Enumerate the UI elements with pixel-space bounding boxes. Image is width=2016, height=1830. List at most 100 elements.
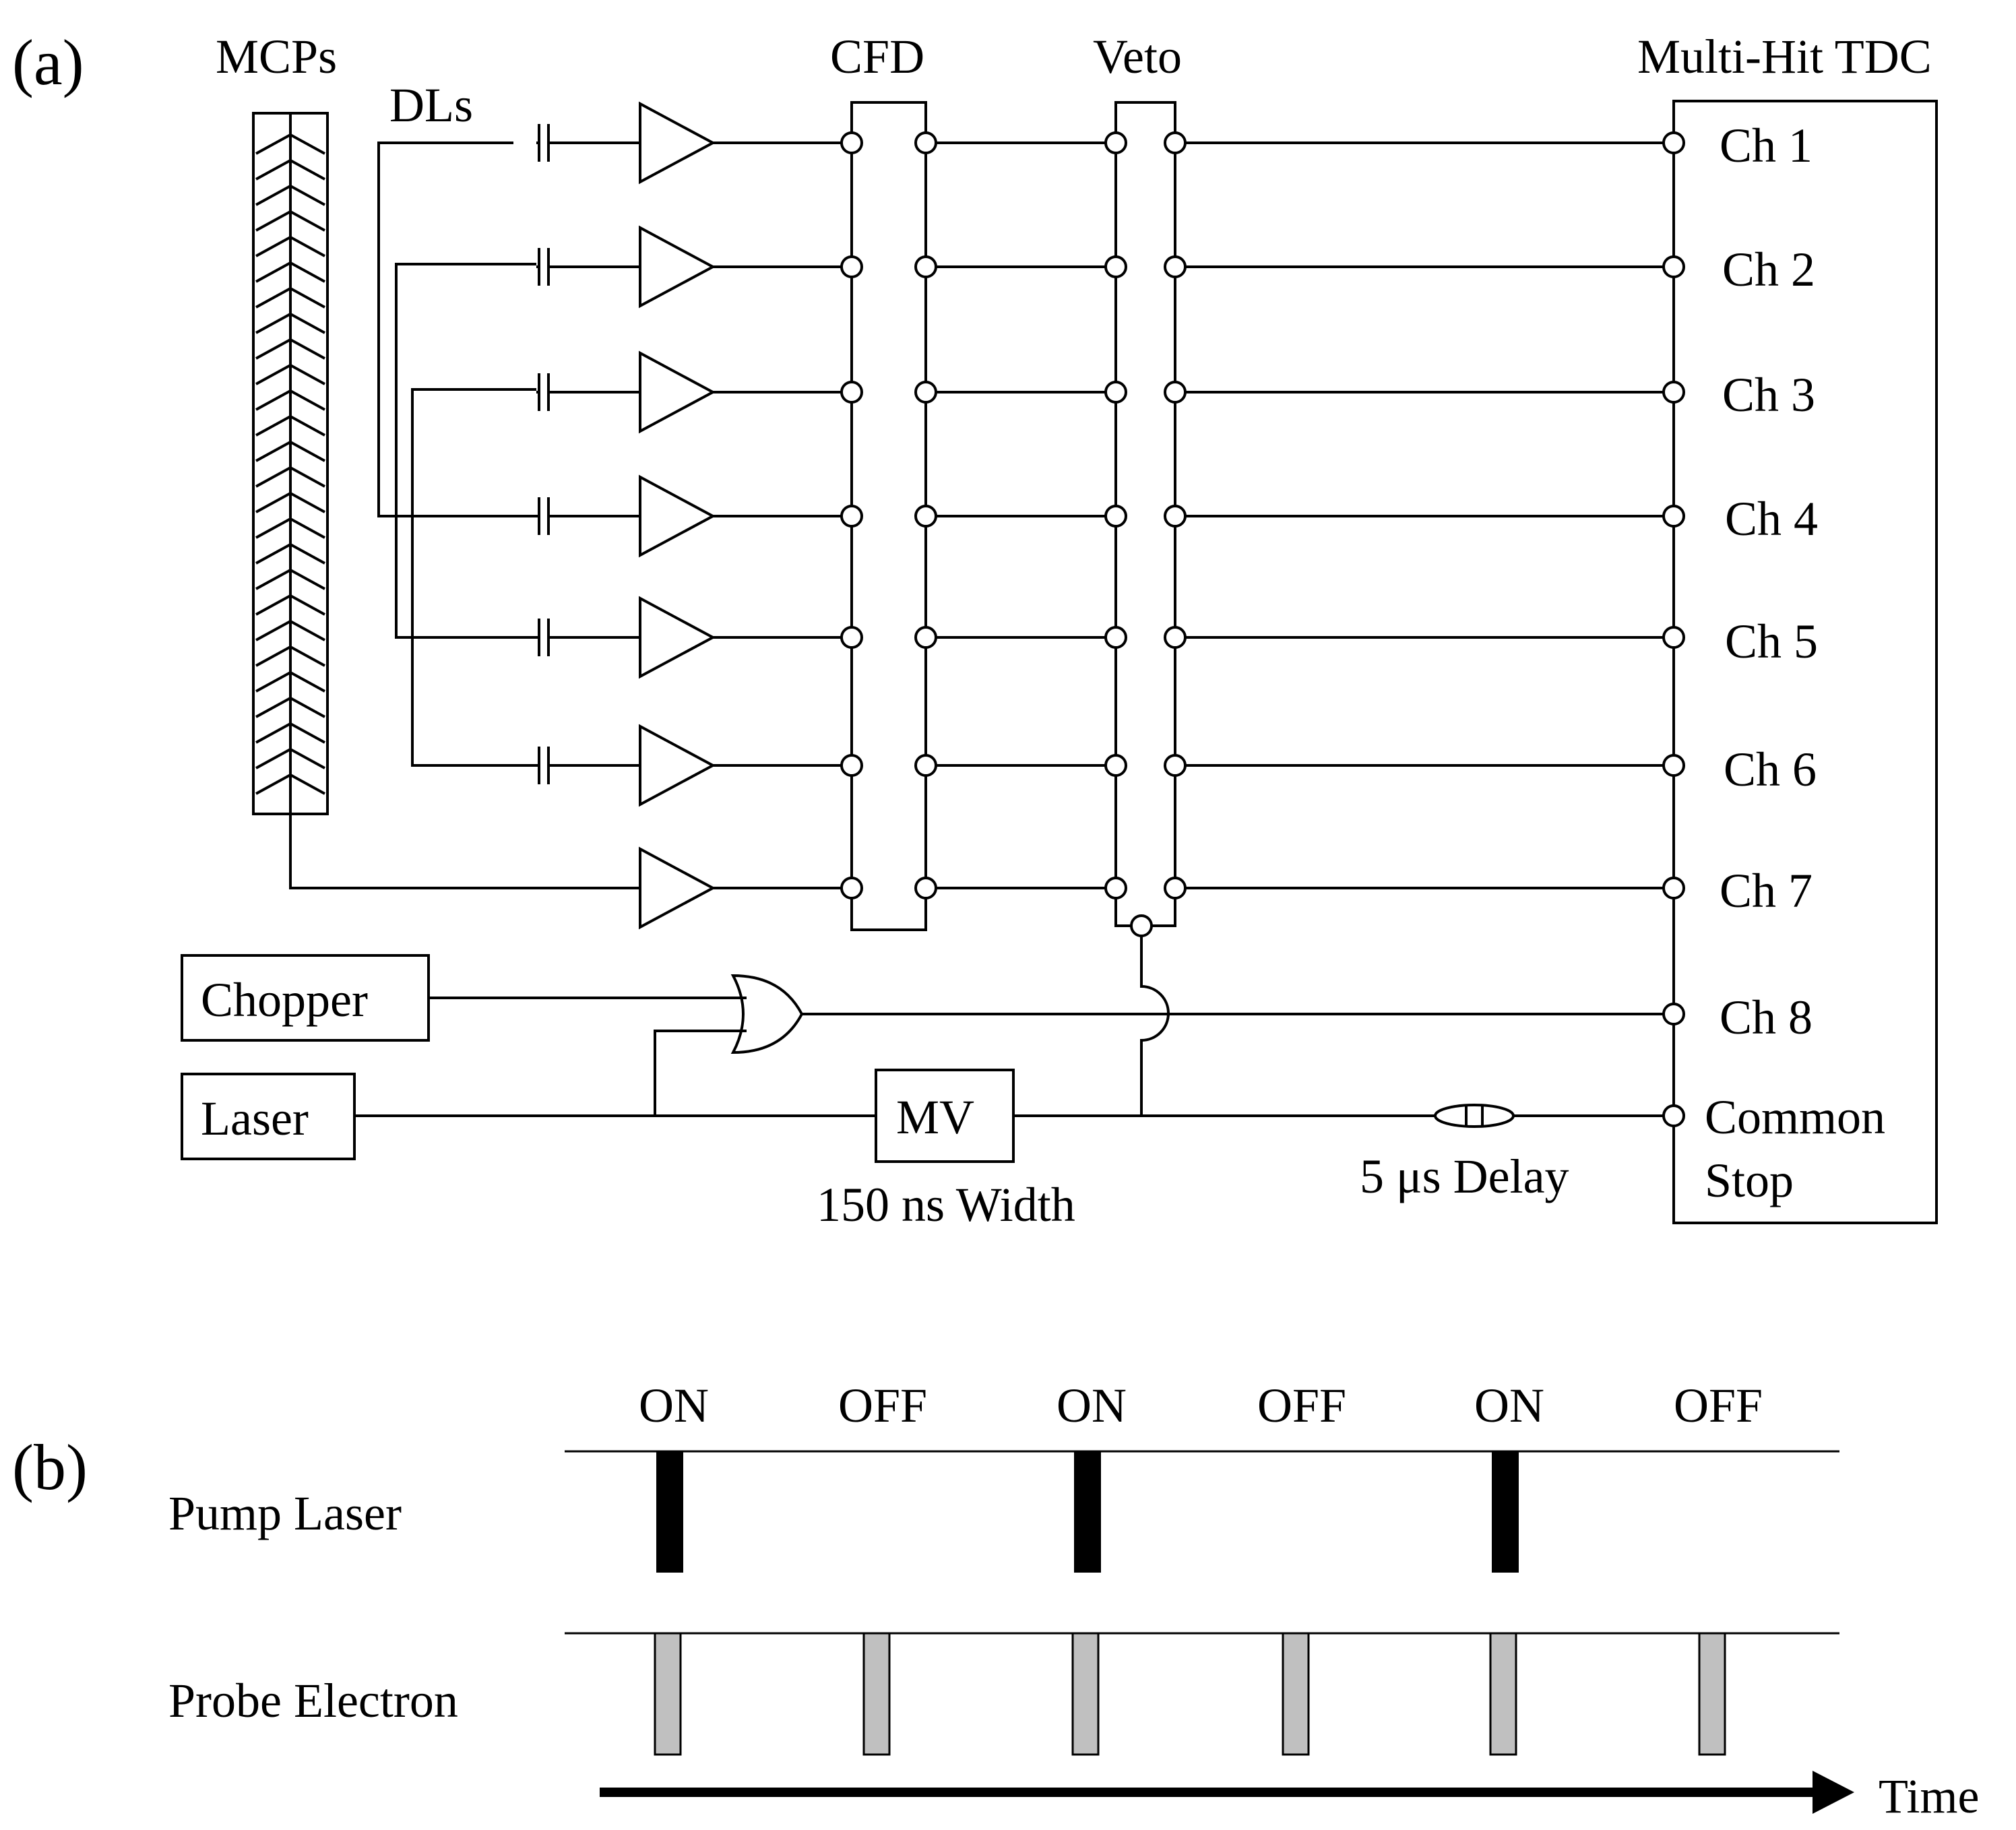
tdc-channel-8-label: Ch 8 [1720, 990, 1813, 1044]
state-label-4: OFF [1257, 1379, 1346, 1432]
tdc-input-node [1662, 131, 1685, 154]
veto-output-node [1164, 505, 1187, 528]
veto-output-node [1164, 626, 1187, 649]
veto-input-node [1104, 505, 1127, 528]
tdc-input-node [1662, 505, 1685, 528]
tdc-channel-1-label: Ch 1 [1720, 119, 1813, 172]
state-label-2: OFF [838, 1379, 927, 1432]
mv-width-label: 150 ns Width [817, 1178, 1075, 1232]
chopper-box [181, 954, 430, 1042]
veto-input-node [1104, 381, 1127, 404]
amplifier [639, 225, 716, 309]
panel-a-circuit: (a) MCPs DLs CFD Veto Multi-Hit TDC Ch 1… [12, 26, 1938, 1232]
tdc-box [1672, 100, 1938, 1224]
tdc-channel-3-label: Ch 3 [1722, 368, 1815, 422]
time-arrow-head [1813, 1771, 1854, 1814]
channel-row-1 [536, 101, 1685, 185]
tdc-channel-labels: Ch 1 Ch 2 Ch 3 Ch 4 Ch 5 Ch 6 Ch 7 Ch 8 … [1705, 119, 1885, 1207]
tdc-channel-2-label: Ch 2 [1722, 243, 1815, 296]
laser-to-or-wire [654, 1030, 747, 1116]
cfd-input-node [840, 877, 863, 900]
veto-input-node [1104, 877, 1127, 900]
panel-b-label: (b) [12, 1431, 88, 1503]
or-gate [730, 974, 804, 1054]
tdc-input-node [1662, 754, 1685, 777]
channel-row-6 [536, 724, 1685, 807]
amplifier [639, 724, 716, 807]
cfd-output-node [914, 505, 937, 528]
probe-pulses [654, 1632, 1726, 1756]
tdc-label: Multi-Hit TDC [1637, 30, 1932, 84]
panel-a-label: (a) [12, 26, 84, 98]
state-label-3: ON [1057, 1379, 1127, 1432]
common-stop-label-line1: Common [1705, 1090, 1885, 1144]
tdc-channel-4-label: Ch 4 [1725, 492, 1818, 546]
veto-input-node [1104, 131, 1127, 154]
cfd-input-node [840, 131, 863, 154]
pump-pulse [1074, 1451, 1101, 1573]
amplifier [639, 846, 716, 930]
veto-output-node [1164, 381, 1187, 404]
common-stop-node [1662, 1104, 1685, 1127]
cfd-output-node [914, 131, 937, 154]
delay-element [1434, 1104, 1515, 1128]
cfd-output-node [914, 877, 937, 900]
channel-row-7 [639, 846, 1685, 930]
probe-pulse [862, 1632, 891, 1756]
common-stop-label-line2: Stop [1705, 1154, 1794, 1207]
veto-input-node [1104, 626, 1127, 649]
probe-pulse [1282, 1632, 1310, 1756]
cfd-input-node [840, 255, 863, 278]
cfd-output-node [914, 381, 937, 404]
cfd-input-node [840, 505, 863, 528]
channel-rows [536, 101, 1685, 930]
channel-row-4 [536, 474, 1685, 558]
veto-output-node [1164, 255, 1187, 278]
cfd-input-node [840, 381, 863, 404]
delay-label: 5 μs Delay [1360, 1149, 1569, 1203]
tdc-input-node [1662, 381, 1685, 404]
amplifier [639, 350, 716, 434]
veto-label: Veto [1093, 30, 1182, 84]
tdc-input-node [1662, 626, 1685, 649]
amplifier [639, 101, 716, 185]
delay-line-wiring [289, 141, 640, 889]
amplifier [639, 596, 716, 679]
veto-input-node [1104, 255, 1127, 278]
tdc-channel-6-label: Ch 6 [1724, 743, 1817, 796]
laser-box [181, 1073, 356, 1160]
probe-pulse [1698, 1632, 1726, 1756]
veto-input-node [1130, 914, 1153, 937]
amplifier [639, 474, 716, 558]
cfd-output-node [914, 255, 937, 278]
pump-pulse [1492, 1451, 1519, 1573]
probe-pulse [654, 1632, 682, 1756]
veto-output-node [1164, 877, 1187, 900]
probe-pulse [1071, 1632, 1100, 1756]
time-label: Time [1879, 1769, 1979, 1823]
state-label-1: ON [639, 1379, 709, 1432]
mv-label: MV [896, 1090, 974, 1144]
veto-input-node [1104, 754, 1127, 777]
pump-pulses [656, 1451, 1519, 1573]
probe-electron-label: Probe Electron [168, 1674, 458, 1728]
channel-row-5 [536, 596, 1685, 679]
cfd-input-node [840, 626, 863, 649]
veto-output-node [1164, 131, 1187, 154]
tdc-input-node [1662, 255, 1685, 278]
veto-wire [1140, 936, 1170, 1116]
tdc-channel-7-label: Ch 7 [1720, 864, 1813, 918]
tdc-channel-5-label: Ch 5 [1725, 614, 1818, 668]
channel-row-2 [536, 225, 1685, 309]
dls-label: DLs [389, 78, 473, 132]
laser-label: Laser [201, 1092, 309, 1145]
probe-pulse [1489, 1632, 1517, 1756]
mcps-label: MCPs [216, 30, 337, 84]
pump-laser-label: Pump Laser [168, 1486, 402, 1540]
cfd-output-node [914, 626, 937, 649]
mcp-stack: MCPs [216, 30, 337, 815]
ch8-node [1662, 1003, 1685, 1026]
